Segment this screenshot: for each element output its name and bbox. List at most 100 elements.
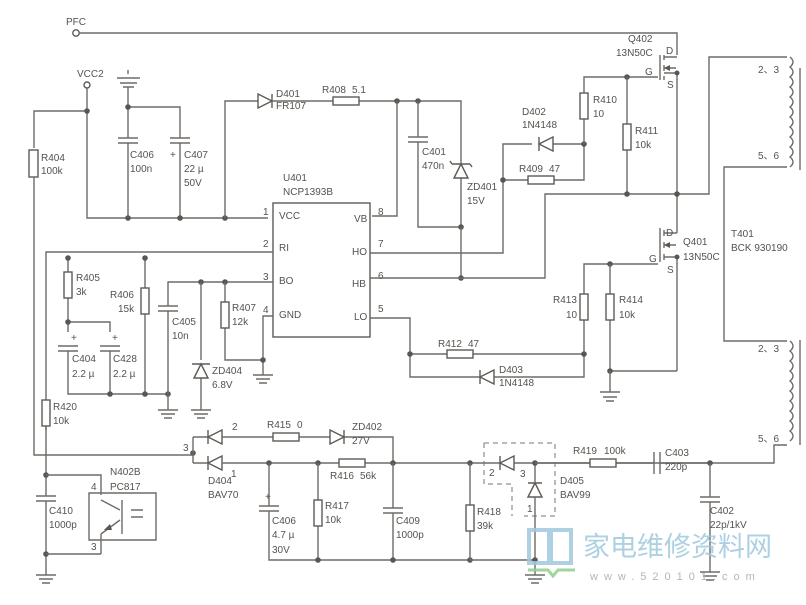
svg-text:3: 3 [263,272,269,283]
svg-text:+: + [71,333,77,344]
r417-ref: R417 [325,501,349,512]
d403-diode [478,368,495,386]
c410-ref: C410 [49,506,73,517]
d404-value: BAV70 [208,490,239,501]
d404-diode-b [206,454,223,472]
r417-resistor [313,499,323,527]
d404-ref: D404 [208,476,232,487]
r419-value: 100k [604,446,627,457]
c402-capacitor [700,463,720,581]
r410-value: 10 [593,109,605,120]
c403-value: 220p [665,462,688,473]
svg-text:4: 4 [263,305,269,316]
c410-capacitor [36,426,56,584]
svg-text:S: S [667,265,674,276]
r418-ref: R418 [477,507,501,518]
svg-text:G: G [649,254,657,265]
svg-text:2、3: 2、3 [758,65,780,76]
r406-value: 15k [118,304,135,315]
r419-ref: R419 [573,446,597,457]
c402-value: 22p/1kV [710,520,747,531]
zd404-zener [192,362,210,379]
r420-value: 10k [53,416,70,427]
pin-hb: HB [352,279,366,290]
c409-ref: C409 [396,516,420,527]
d402-diode [537,135,554,153]
u401-ic [272,202,371,338]
r418-value: 39k [477,521,494,532]
c406a-value: 100n [130,164,152,175]
vcc2-terminal [83,81,91,89]
r405-ref: R405 [76,273,100,284]
c403-capacitor [653,452,661,474]
r416-value: 56k [360,471,377,482]
zd401-ref: ZD401 [467,182,497,193]
q401-mosfet [659,200,680,371]
vcc-wire [86,88,268,219]
r407-ref: R407 [232,303,256,314]
r404-value: 100k [41,166,64,177]
watermark-text: 家电维修资料网 [583,532,772,563]
watermark-logo-icon [527,528,575,579]
svg-text:3: 3 [520,469,526,480]
r409-value: 47 [549,164,561,175]
c407-rating: 50V [184,178,202,189]
svg-text:7: 7 [378,239,384,250]
svg-text:3: 3 [183,443,189,454]
c406a-capacitor [118,137,138,144]
d405-value: BAV99 [560,490,591,501]
n402b-value: PC817 [110,482,141,493]
r416-ref: R416 [330,471,354,482]
pin-vcc: VCC [279,211,300,222]
pin-vb: VB [354,214,368,225]
r406-ref: R406 [110,290,134,301]
pfc-wire [79,32,678,55]
svg-text:2、3: 2、3 [758,344,780,355]
svg-text:+: + [112,333,118,344]
svg-text:D: D [666,228,673,239]
q401-value: 13N50C [683,252,720,263]
svg-text:2: 2 [232,422,238,433]
r410-ref: R410 [593,95,617,106]
svg-text:2: 2 [263,239,269,250]
d401-ref: D401 [276,89,300,100]
c428-ref: C428 [113,354,137,365]
c405-ref: C405 [172,317,196,328]
d405-package-outline [483,442,556,517]
r405-resistor [63,271,73,299]
c406a-ref: C406 [130,150,154,161]
r414-ref: R414 [619,295,643,306]
r417-value: 10k [325,515,342,526]
r413-value: 10 [566,310,578,321]
r407-resistor [220,301,230,329]
pfc-label: PFC [66,17,86,28]
c406b-ref: C406 [272,516,296,527]
pin-gnd: GND [279,310,301,321]
c404-ref: C404 [72,354,96,365]
r405-value: 3k [76,287,88,298]
c410-value: 1000p [49,520,77,531]
pfc-terminal [72,29,80,37]
ground-icon [117,70,140,88]
r411-ref: R411 [635,126,659,137]
d405-ref: D405 [560,476,584,487]
vcc2-label: VCC2 [77,69,104,80]
pin-ho: HO [352,247,367,258]
q402-value: 13N50C [616,48,653,59]
c407-value: 22 µ [184,164,204,175]
zd401-value: 15V [467,196,485,207]
d402-ref: D402 [522,107,546,118]
c406b-rating: 30V [272,545,290,556]
r412-ref: R412 [438,339,462,350]
q402-ref: Q402 [628,34,653,45]
r404-resistor [28,149,39,178]
zd402-zener [329,428,346,446]
r409-ref: R409 [519,164,543,175]
r420-ref: R420 [53,402,77,413]
c409-capacitor [383,463,403,560]
q401-ref: Q401 [683,237,708,248]
c402-ref: C402 [710,506,734,517]
c406b-capacitor [259,463,470,561]
ic-ref: U401 [283,173,307,184]
